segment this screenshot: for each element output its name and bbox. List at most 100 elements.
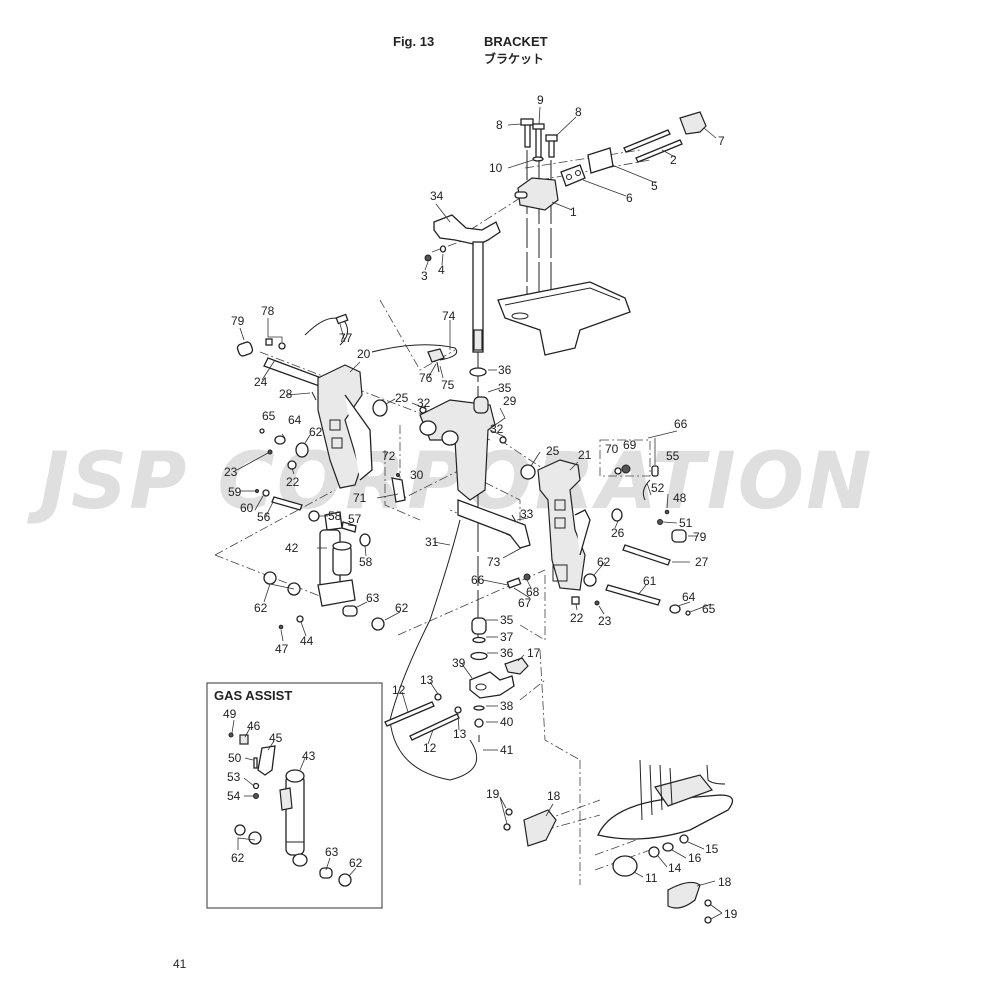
callout-37: 37: [500, 630, 514, 644]
bolt-2: [623, 129, 671, 153]
callout-53: 53: [227, 770, 241, 784]
callout-63: 63: [366, 591, 380, 605]
callout-64: 64: [288, 413, 302, 427]
callout-6: 6: [626, 191, 633, 205]
callout-8: 8: [575, 105, 582, 119]
callout-62: 62: [597, 555, 611, 569]
gas-assist-inset: GAS ASSIST: [206, 682, 383, 909]
bracket-45: [257, 745, 276, 776]
diagram-title-english: BRACKET: [484, 34, 548, 49]
swivel-bracket-29: [389, 367, 531, 781]
bushing-62-left: [263, 571, 277, 585]
bushing-35-top: [473, 396, 489, 414]
callout-39: 39: [452, 656, 466, 670]
callout-67: 67: [518, 596, 532, 610]
callout-55: 55: [666, 449, 680, 463]
callout-24: 24: [254, 375, 268, 389]
callout-54: 54: [227, 789, 241, 803]
callout-75: 75: [441, 378, 455, 392]
bushing-62: [295, 442, 309, 458]
callout-56: 56: [257, 510, 271, 524]
washer-60: [262, 489, 270, 497]
bushing-26: [611, 508, 623, 522]
callout-7: 7: [718, 134, 725, 148]
nut-68: [523, 573, 531, 581]
gas-assist-title: GAS ASSIST: [214, 688, 292, 703]
callout-62: 62: [395, 601, 409, 615]
nut-49: [228, 732, 234, 738]
callout-74: 74: [442, 309, 456, 323]
callout-71: 71: [353, 491, 367, 505]
pin-57: [341, 521, 357, 533]
lower-case-mount: [597, 794, 734, 840]
bolt-67: [506, 577, 522, 589]
callout-72: 72: [382, 449, 396, 463]
cable-31: [389, 519, 478, 781]
callout-8: 8: [496, 118, 503, 132]
nut-51: [657, 519, 663, 525]
callout-13: 13: [420, 673, 434, 687]
bolt-head: [545, 134, 558, 142]
washer-13-top: [434, 693, 442, 701]
screw-19: [704, 916, 712, 924]
washer-10: [532, 156, 544, 162]
callout-11: 11: [645, 871, 658, 885]
callout-61: 61: [643, 574, 657, 588]
plate-22-right: [571, 596, 580, 605]
tube-27: [622, 544, 671, 566]
harness-77-wire: [304, 317, 349, 346]
callout-49: 49: [223, 707, 237, 721]
callout-15: 15: [705, 842, 719, 856]
callout-31: 31: [425, 535, 439, 549]
callout-58: 58: [359, 555, 373, 569]
callout-23: 23: [598, 614, 612, 628]
callout-51: 51: [679, 516, 693, 530]
bushing-58-left: [308, 510, 320, 522]
upper-mount-pan: [497, 281, 631, 356]
washer-4: [439, 245, 447, 253]
pin-28: [311, 391, 317, 401]
callout-46: 46: [247, 719, 261, 733]
right-clamp-bracket-21: [506, 459, 691, 616]
callout-50: 50: [228, 751, 242, 765]
screw-23-right: [594, 600, 600, 606]
callout-22: 22: [286, 475, 300, 489]
nut-48: [664, 509, 670, 515]
callout-44: 44: [300, 634, 314, 648]
callout-34: 34: [430, 189, 444, 203]
callout-19: 19: [724, 907, 738, 921]
screw-23: [267, 449, 273, 455]
callout-1: 1: [570, 205, 577, 219]
callout-65: 65: [262, 409, 276, 423]
callout-27: 27: [695, 555, 709, 569]
clip-52: [642, 479, 651, 501]
bolt-9: [535, 127, 542, 159]
cable-74: [371, 344, 458, 361]
callout-25: 25: [395, 391, 409, 405]
bolt-55: [651, 465, 659, 477]
callout-38: 38: [500, 699, 514, 713]
callout-63: 63: [325, 845, 339, 859]
callout-78: 78: [261, 304, 275, 318]
callout-66: 66: [674, 417, 688, 431]
bolt-8-right: [548, 138, 555, 158]
screw-19: [503, 823, 511, 831]
steering-shaft-assembly: [424, 214, 501, 640]
screw-59: [255, 489, 259, 493]
cap-79: [236, 341, 254, 357]
figure-number: Fig. 13: [393, 34, 435, 49]
callout-62: 62: [349, 856, 363, 870]
bushing-62: [234, 824, 246, 836]
screw-47: [278, 624, 284, 630]
callout-14: 14: [668, 861, 682, 875]
callout-23: 23: [224, 465, 238, 479]
clamp-part-1: [517, 177, 559, 211]
callout-13: 13: [453, 727, 467, 741]
cover-18-right: [667, 881, 701, 909]
nut-40: [474, 718, 484, 728]
callout-62: 62: [254, 601, 268, 615]
callout-65: 65: [702, 602, 716, 616]
washer-16: [662, 842, 674, 852]
page-number: 41: [173, 957, 187, 971]
